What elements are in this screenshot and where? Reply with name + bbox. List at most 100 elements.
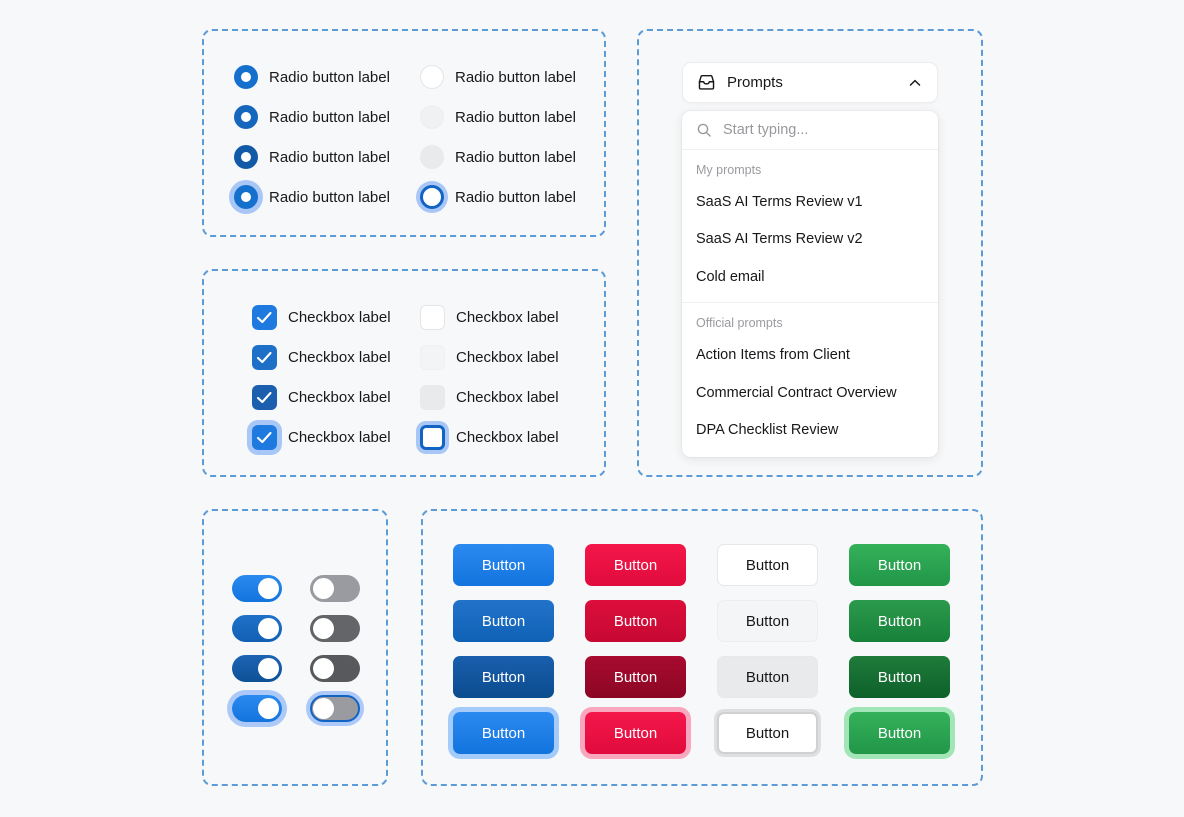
button-red-active[interactable]: Button: [585, 656, 686, 698]
radio-icon[interactable]: [234, 185, 258, 209]
check-icon: [256, 351, 272, 364]
button-green-active[interactable]: Button: [849, 656, 950, 698]
toggle-knob: [313, 578, 334, 599]
checkbox-label: Checkbox label: [456, 309, 559, 326]
checkbox-row-checked-default[interactable]: Checkbox label: [252, 305, 391, 330]
prompt-item[interactable]: Cold email: [696, 268, 765, 285]
button-green-hover[interactable]: Button: [849, 600, 950, 642]
toggle-on-default[interactable]: [232, 575, 282, 602]
checkbox-label: Checkbox label: [288, 309, 391, 326]
toggle-off-active[interactable]: [310, 655, 360, 682]
radio-row-checked-active[interactable]: Radio button label: [234, 145, 390, 169]
button-red-default[interactable]: Button: [585, 544, 686, 586]
button-white-default[interactable]: Button: [717, 544, 818, 586]
toggle-knob: [258, 658, 279, 679]
toggle-off-focus[interactable]: [310, 695, 360, 722]
button-white-hover[interactable]: Button: [717, 600, 818, 642]
button-blue-focus[interactable]: Button: [453, 712, 554, 754]
button-white-focus[interactable]: Button: [717, 712, 818, 754]
toggle-off-hover[interactable]: [310, 615, 360, 642]
radio-icon[interactable]: [420, 145, 444, 169]
radio-icon[interactable]: [420, 65, 444, 89]
checkbox-label: Checkbox label: [456, 349, 559, 366]
prompts-group-heading-my: My prompts: [696, 163, 762, 177]
button-grid-container: [421, 509, 983, 786]
check-icon: [256, 311, 272, 324]
radio-icon[interactable]: [234, 145, 258, 169]
toggle-on-active[interactable]: [232, 655, 282, 682]
checkbox-label: Checkbox label: [288, 389, 391, 406]
toggle-knob: [258, 618, 279, 639]
radio-icon[interactable]: [420, 105, 444, 129]
radio-row-checked-focus[interactable]: Radio button label: [234, 185, 390, 209]
inbox-tray-icon: [697, 73, 716, 92]
checkbox-icon[interactable]: [252, 305, 277, 330]
toggle-knob: [258, 578, 279, 599]
prompt-item[interactable]: DPA Checklist Review: [696, 421, 839, 438]
checkbox-label: Checkbox label: [288, 429, 391, 446]
checkbox-label: Checkbox label: [288, 349, 391, 366]
button-green-default[interactable]: Button: [849, 544, 950, 586]
chevron-up-icon[interactable]: [907, 75, 923, 91]
checkbox-icon[interactable]: [252, 345, 277, 370]
checkbox-row-empty-default[interactable]: Checkbox label: [420, 305, 559, 330]
checkbox-icon[interactable]: [252, 385, 277, 410]
radio-row-empty-hover[interactable]: Radio button label: [420, 105, 576, 129]
checkbox-icon[interactable]: [252, 425, 277, 450]
radio-icon[interactable]: [234, 105, 258, 129]
checkbox-group-container: [202, 269, 606, 477]
prompts-search-row[interactable]: Start typing...: [682, 111, 938, 150]
radio-icon[interactable]: [420, 185, 444, 209]
checkbox-icon[interactable]: [420, 385, 445, 410]
prompt-item[interactable]: Action Items from Client: [696, 347, 850, 364]
checkbox-icon[interactable]: [420, 345, 445, 370]
prompts-dropdown-container: [637, 29, 983, 477]
button-blue-default[interactable]: Button: [453, 544, 554, 586]
toggle-on-hover[interactable]: [232, 615, 282, 642]
checkbox-row-checked-active[interactable]: Checkbox label: [252, 385, 391, 410]
checkbox-icon[interactable]: [420, 305, 445, 330]
radio-row-empty-active[interactable]: Radio button label: [420, 145, 576, 169]
button-red-focus[interactable]: Button: [585, 712, 686, 754]
prompts-group-heading-official: Official prompts: [696, 316, 783, 331]
checkbox-row-empty-hover[interactable]: Checkbox label: [420, 345, 559, 370]
button-blue-hover[interactable]: Button: [453, 600, 554, 642]
toggle-off-default[interactable]: [310, 575, 360, 602]
prompts-dropdown-trigger[interactable]: Prompts: [682, 62, 938, 103]
radio-icon[interactable]: [234, 65, 258, 89]
check-icon: [256, 391, 272, 404]
checkbox-label: Checkbox label: [456, 429, 559, 446]
radio-label: Radio button label: [455, 148, 576, 166]
button-white-active[interactable]: Button: [717, 656, 818, 698]
radio-label: Radio button label: [269, 68, 390, 86]
toggle-on-focus[interactable]: [232, 695, 282, 722]
button-blue-active[interactable]: Button: [453, 656, 554, 698]
checkbox-icon[interactable]: [420, 425, 445, 450]
checkbox-label: Checkbox label: [456, 389, 559, 406]
radio-button-group-container: [202, 29, 606, 237]
prompt-item[interactable]: Commercial Contract Overview: [696, 384, 897, 401]
toggle-switch-group-container: [202, 509, 388, 786]
checkbox-row-checked-focus[interactable]: Checkbox label: [252, 425, 391, 450]
search-icon: [696, 122, 712, 138]
prompt-item[interactable]: SaaS AI Terms Review v2: [696, 231, 863, 248]
radio-row-checked-default[interactable]: Radio button label: [234, 65, 390, 89]
toggle-knob: [313, 698, 334, 719]
toggle-knob: [313, 618, 334, 639]
radio-label: Radio button label: [455, 68, 576, 86]
radio-label: Radio button label: [269, 108, 390, 126]
prompt-item[interactable]: SaaS AI Terms Review v1: [696, 194, 863, 210]
radio-row-checked-hover[interactable]: Radio button label: [234, 105, 390, 129]
button-green-focus[interactable]: Button: [849, 712, 950, 754]
prompts-trigger-label: Prompts: [727, 74, 783, 91]
radio-row-empty-default[interactable]: Radio button label: [420, 65, 576, 89]
toggle-knob: [258, 698, 279, 719]
radio-label: Radio button label: [269, 148, 390, 166]
button-red-hover[interactable]: Button: [585, 600, 686, 642]
checkbox-row-empty-active[interactable]: Checkbox label: [420, 385, 559, 410]
checkbox-row-checked-hover[interactable]: Checkbox label: [252, 345, 391, 370]
prompts-search-input[interactable]: Start typing...: [723, 122, 809, 138]
check-icon: [256, 431, 272, 444]
radio-row-empty-focus[interactable]: Radio button label: [420, 185, 576, 209]
checkbox-row-empty-focus[interactable]: Checkbox label: [420, 425, 559, 450]
